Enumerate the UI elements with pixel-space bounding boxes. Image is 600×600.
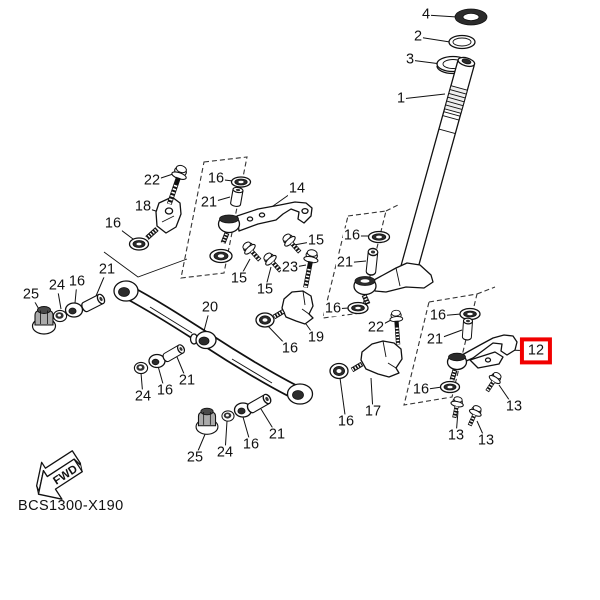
part-label-2[interactable]: 2 bbox=[412, 28, 424, 45]
part-collar-21-colA bbox=[160, 342, 187, 364]
part-label-15[interactable]: 15 bbox=[229, 270, 249, 287]
part-label-13[interactable]: 13 bbox=[446, 427, 466, 444]
part-label-21[interactable]: 21 bbox=[267, 426, 287, 443]
part-bracket-12 bbox=[446, 334, 518, 381]
part-label-20[interactable]: 20 bbox=[200, 299, 220, 316]
diagram-code: BCS1300-X190 bbox=[18, 498, 124, 514]
part-steering-arm-14 bbox=[217, 201, 313, 244]
dashed-box-stem bbox=[322, 210, 387, 319]
part-washer-16-19 bbox=[255, 312, 275, 328]
part-label-16[interactable]: 16 bbox=[342, 227, 362, 244]
part-label-17[interactable]: 17 bbox=[363, 403, 383, 420]
part-bolt-13-b bbox=[448, 396, 465, 419]
part-bolt-13-c bbox=[464, 404, 484, 428]
part-bolt-22-right bbox=[389, 310, 404, 345]
part-bolt-15-a bbox=[240, 239, 265, 264]
part-label-4[interactable]: 4 bbox=[420, 6, 432, 23]
part-label-16[interactable]: 16 bbox=[280, 340, 300, 357]
part-nut-24-colB bbox=[221, 410, 235, 422]
part-label-22[interactable]: 22 bbox=[366, 319, 386, 336]
part-washer-16-arm14-lower bbox=[209, 248, 233, 264]
part-nut-25-left bbox=[31, 305, 57, 335]
part-label-16[interactable]: 16 bbox=[103, 215, 123, 232]
part-label-3[interactable]: 3 bbox=[404, 51, 416, 68]
part-washer-16-17 bbox=[329, 362, 349, 380]
part-nut-24-colA bbox=[133, 361, 149, 375]
part-label-25[interactable]: 25 bbox=[185, 449, 205, 466]
part-label-16[interactable]: 16 bbox=[155, 382, 175, 399]
leader-line bbox=[409, 59, 442, 65]
part-clamp-19 bbox=[272, 290, 314, 325]
dashed-box-right bbox=[403, 293, 478, 406]
part-label-18[interactable]: 18 bbox=[133, 198, 153, 215]
part-lower-arm-20 bbox=[113, 280, 314, 405]
axis-line bbox=[103, 251, 188, 278]
part-bolt-13-a bbox=[482, 370, 504, 395]
part-ring-4 bbox=[454, 8, 488, 26]
part-label-24[interactable]: 24 bbox=[47, 277, 67, 294]
part-label-16[interactable]: 16 bbox=[336, 413, 356, 430]
part-label-16[interactable]: 16 bbox=[323, 300, 343, 317]
part-label-21[interactable]: 21 bbox=[177, 372, 197, 389]
part-collar-21-right bbox=[461, 317, 474, 341]
part-label-13[interactable]: 13 bbox=[504, 398, 524, 415]
part-washer-16-right-lower bbox=[439, 380, 461, 394]
part-label-14[interactable]: 14 bbox=[287, 180, 307, 197]
part-collar-21-colB bbox=[245, 392, 273, 415]
part-bolt-23 bbox=[298, 249, 319, 289]
part-label-21[interactable]: 21 bbox=[425, 331, 445, 348]
part-label-24[interactable]: 24 bbox=[133, 388, 153, 405]
part-label-21[interactable]: 21 bbox=[97, 261, 117, 278]
part-label-21[interactable]: 21 bbox=[199, 194, 219, 211]
part-washer-16-left bbox=[64, 302, 84, 318]
part-label-25[interactable]: 25 bbox=[21, 286, 41, 303]
part-clamp-17 bbox=[350, 340, 403, 378]
part-label-16[interactable]: 16 bbox=[241, 436, 261, 453]
dashed-box-upper bbox=[180, 156, 248, 279]
part-label-21[interactable]: 21 bbox=[335, 254, 355, 271]
part-label-12[interactable]: 12 bbox=[519, 337, 553, 365]
part-collar-21-stem bbox=[365, 247, 379, 277]
part-nut-24-left bbox=[52, 309, 68, 323]
part-washer-16-stem-lower bbox=[347, 301, 369, 315]
part-label-16[interactable]: 16 bbox=[411, 381, 431, 398]
part-label-24[interactable]: 24 bbox=[215, 444, 235, 461]
part-label-1[interactable]: 1 bbox=[395, 90, 407, 107]
part-label-15[interactable]: 15 bbox=[255, 281, 275, 298]
part-label-13[interactable]: 13 bbox=[476, 432, 496, 449]
part-label-16[interactable]: 16 bbox=[206, 170, 226, 187]
leader-line bbox=[417, 36, 451, 43]
part-label-22[interactable]: 22 bbox=[142, 172, 162, 189]
dashed-tail-stem bbox=[385, 203, 401, 212]
part-washer-16-stem-upper bbox=[367, 230, 391, 244]
dashed-tail-right bbox=[476, 286, 496, 295]
part-label-16[interactable]: 16 bbox=[428, 307, 448, 324]
part-collar-21-left bbox=[79, 292, 107, 314]
part-nut-25-colB bbox=[195, 407, 219, 435]
part-washer-16-upper bbox=[230, 176, 252, 188]
part-label-15[interactable]: 15 bbox=[306, 232, 326, 249]
part-washer-16-right-upper bbox=[459, 307, 481, 321]
part-collar-21-upper bbox=[229, 186, 244, 208]
part-label-23[interactable]: 23 bbox=[280, 259, 300, 276]
leader-line bbox=[400, 93, 446, 100]
part-label-19[interactable]: 19 bbox=[306, 329, 326, 346]
part-ring-2 bbox=[448, 34, 476, 50]
part-bracket-18 bbox=[145, 196, 182, 240]
part-stem-bracket bbox=[353, 262, 434, 306]
leader-line bbox=[425, 14, 458, 18]
part-washer-16-18 bbox=[128, 237, 150, 251]
dashed-group-boxes bbox=[180, 156, 496, 406]
part-steering-shaft bbox=[400, 56, 476, 273]
part-label-16[interactable]: 16 bbox=[67, 273, 87, 290]
